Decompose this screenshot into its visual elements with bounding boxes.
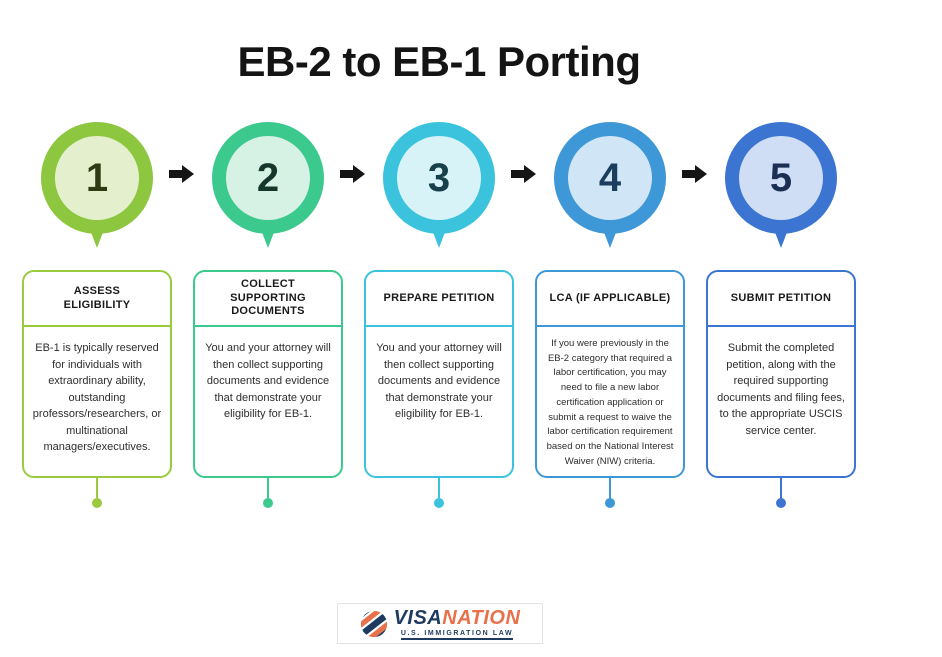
right-arrow-icon (511, 165, 536, 183)
step-card-1: ASSESS ELIGIBILITY EB-1 is typically res… (22, 270, 172, 478)
right-arrow-icon (340, 165, 365, 183)
step-number: 2 (226, 136, 310, 220)
card-description: Submit the completed petition, along wit… (717, 342, 845, 437)
brand-nation: NATION (442, 606, 521, 629)
card-title: PREPARE PETITION (366, 272, 512, 327)
step-pin-1: 1 (41, 122, 153, 250)
card-description: You and your attorney will then collect … (205, 342, 331, 420)
step-card-5: SUBMIT PETITION Submit the completed pet… (706, 270, 856, 478)
card-title: LCA (IF APPLICABLE) (537, 272, 683, 327)
logo-tagline: U.S. IMMIGRATION LAW (400, 630, 514, 640)
card-title: COLLECT SUPPORTING DOCUMENTS (195, 272, 341, 327)
right-arrow-icon (169, 165, 194, 183)
step-column-5: 5 SUBMIT PETITION Submit the completed p… (706, 122, 856, 508)
connector-dot (605, 498, 615, 508)
connector-stem (267, 478, 269, 498)
card-description: You and your attorney will then collect … (376, 342, 502, 420)
card-description: If you were previously in the EB-2 categ… (546, 338, 674, 467)
card-title: SUBMIT PETITION (708, 272, 854, 327)
step-number: 1 (55, 136, 139, 220)
brand-visa: VISA (393, 606, 443, 629)
step-column-2: 2 COLLECT SUPPORTING DOCUMENTS You and y… (193, 122, 343, 508)
connector-dot (263, 498, 273, 508)
connector-stem (438, 478, 440, 498)
card-description: EB-1 is typically reserved for individua… (32, 342, 162, 453)
step-card-4: LCA (IF APPLICABLE) If you were previous… (535, 270, 685, 478)
step-column-3: 3 PREPARE PETITION You and your attorney… (364, 122, 514, 508)
connector-stem (780, 478, 782, 498)
brand-wordmark: VISANATION (394, 608, 521, 628)
page-title: EB-2 to EB-1 Porting (237, 38, 641, 85)
globe-icon (360, 610, 388, 638)
visanation-logo: VISANATION U.S. IMMIGRATION LAW (337, 603, 543, 644)
step-card-2: COLLECT SUPPORTING DOCUMENTS You and you… (193, 270, 343, 478)
step-column-1: 1 ASSESS ELIGIBILITY EB-1 is typically r… (22, 122, 172, 508)
connector-dot (434, 498, 444, 508)
card-title: ASSESS ELIGIBILITY (24, 272, 170, 327)
step-column-4: 4 LCA (IF APPLICABLE) If you were previo… (535, 122, 685, 508)
connector-stem (96, 478, 98, 498)
step-number: 4 (568, 136, 652, 220)
step-number: 3 (397, 136, 481, 220)
right-arrow-icon (682, 165, 707, 183)
logo-text: VISANATION U.S. IMMIGRATION LAW (394, 608, 521, 640)
connector-stem (609, 478, 611, 498)
step-pin-4: 4 (554, 122, 666, 250)
step-card-3: PREPARE PETITION You and your attorney w… (364, 270, 514, 478)
step-pin-5: 5 (725, 122, 837, 250)
step-pin-2: 2 (212, 122, 324, 250)
connector-dot (776, 498, 786, 508)
connector-dot (92, 498, 102, 508)
step-number: 5 (739, 136, 823, 220)
step-pin-3: 3 (383, 122, 495, 250)
